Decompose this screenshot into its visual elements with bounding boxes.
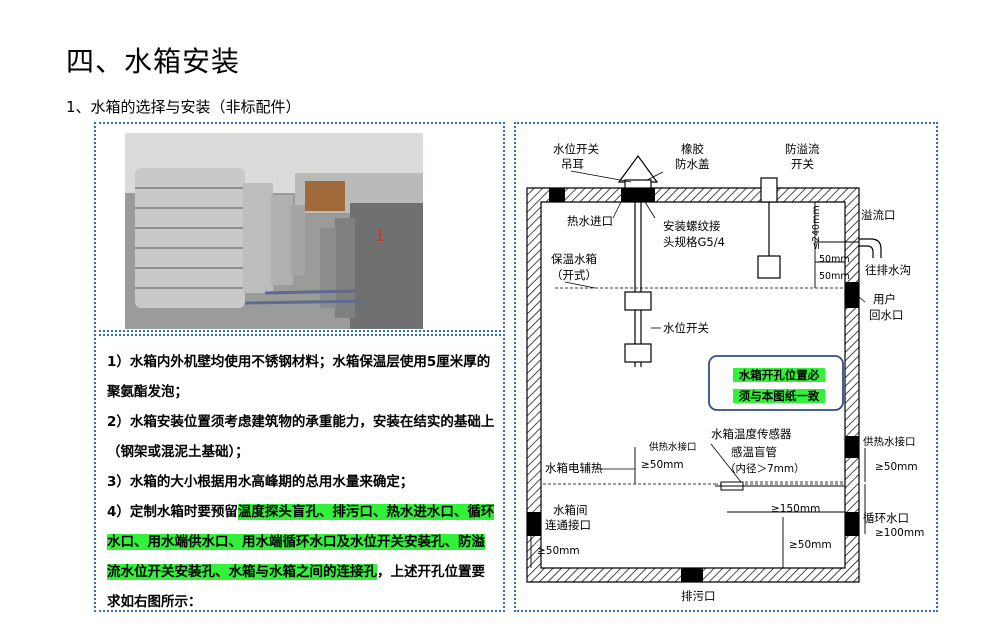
- label-return-2: 回水口: [869, 308, 904, 322]
- note-3: 3）水箱的大小根据用水高峰期的总用水量来确定；: [107, 474, 414, 490]
- label-level-switch-ear-2: 吊耳: [561, 157, 584, 171]
- label-supply-small: 供热水接口: [649, 441, 697, 453]
- label-level-switch: 水位开关: [663, 321, 709, 335]
- label-rubber-1: 橡胶: [681, 142, 704, 156]
- level-switch-rod: [624, 202, 652, 367]
- dim-ge50-b: ≥50mm: [875, 461, 918, 473]
- label-electric-heater: 水箱电辅热: [545, 461, 603, 475]
- diagram-dimension-labels: ≤240mm 50mm 50mm 供热水接口 ≥50mm 供热水接口 ≥50mm…: [537, 205, 924, 557]
- diagram-labels: 水位开关 吊耳 橡胶 防水盖 防溢流 开关 热水进口 安装螺纹接 头规格G5/4…: [545, 142, 911, 603]
- note-2: 2）水箱安装位置须考虑建筑物的承重能力，安装在结实的基础上（钢架或混泥土基础）；: [107, 414, 495, 460]
- label-thread-spec-1: 安装螺纹接: [663, 219, 721, 233]
- leader-lines: [564, 170, 866, 483]
- note-4-prefix: 4）定制水箱时要预留: [107, 504, 238, 520]
- dim-ge100: ≥100mm: [875, 527, 924, 539]
- label-supply-right: 供热水接口: [863, 435, 916, 448]
- label-connection-2: 连通接口: [545, 518, 591, 532]
- label-connection-1: 水箱间: [553, 503, 588, 517]
- installation-notes: 1）水箱内外机壁均使用不锈钢材料；水箱保温层使用5厘米厚的聚氨酯发泡； 2）水箱…: [107, 347, 497, 617]
- note-box: 水箱开孔位置必 须与本图纸一致: [708, 355, 844, 411]
- note-4-suffix: ，上述开孔位置要求如右图所示：: [107, 564, 485, 610]
- note-box-line-2: 须与本图纸一致: [739, 389, 820, 403]
- diagram-panel: [514, 122, 938, 612]
- dimension-arrows: [530, 202, 866, 568]
- note-4: 4）定制水箱时要预留温度探头盲孔、排污口、热水进水口、循环水口、用水端供水口、用…: [107, 497, 497, 617]
- note-box-line-1: 水箱开孔位置必: [739, 368, 820, 382]
- switch-cover: [617, 154, 659, 189]
- dim-50-upper: 50mm: [819, 254, 850, 265]
- label-temp-sensor: 水箱温度传感器: [711, 427, 792, 441]
- overflow-pipe: [859, 238, 882, 258]
- dim-240: ≤240mm: [811, 205, 822, 250]
- dim-ge50-d: ≥50mm: [789, 539, 832, 551]
- label-overflow-switch-2: 开关: [791, 157, 814, 171]
- label-blind-pipe-1: 感温盲管: [731, 445, 777, 459]
- unit-number: 1: [375, 226, 385, 245]
- dim-ge50-a: ≥50mm: [641, 459, 684, 471]
- left-top-panel: [94, 122, 505, 332]
- label-return-1: 用户: [873, 292, 896, 306]
- dim-ge50-c: ≥50mm: [537, 545, 580, 557]
- label-circulation-1: 循环水口: [863, 511, 909, 525]
- label-insulated-tank-2: （开式）: [551, 268, 597, 282]
- label-overflow-switch-1: 防溢流: [785, 142, 820, 156]
- heat-pump-units: 1: [320, 203, 423, 329]
- label-insulated-tank-1: 保温水箱: [551, 252, 597, 266]
- dim-50-lower: 50mm: [819, 271, 850, 282]
- label-level-switch-ear-1: 水位开关: [553, 142, 599, 156]
- page-title: 四、水箱安装: [66, 45, 241, 78]
- dim-ge150: ≥150mm: [771, 503, 820, 515]
- label-overflow-port: 溢流口: [861, 208, 896, 222]
- label-hot-water-inlet: 热水进口: [567, 214, 613, 228]
- label-rubber-2: 防水盖: [675, 157, 710, 171]
- tank-walls: [526, 187, 860, 583]
- tank-opening-diagram: 水箱开孔位置必 须与本图纸一致 水位开关 吊耳 橡胶 防水盖 防溢流 开关 热水…: [526, 142, 924, 603]
- label-blind-pipe-2: （内径＞7mm）: [725, 462, 805, 475]
- section-subtitle: 1、水箱的选择与安装（非标配件）: [66, 98, 301, 116]
- label-sewage-outlet: 排污口: [681, 589, 716, 603]
- label-drain-ditch: 往排水沟: [865, 263, 911, 277]
- left-bottom-panel: [94, 334, 505, 612]
- note-1: 1）水箱内外机壁均使用不锈钢材料；水箱保温层使用5厘米厚的聚氨酯发泡；: [107, 354, 491, 400]
- water-tank-photo: 1: [125, 133, 423, 329]
- temp-blind-pipe: [715, 481, 845, 491]
- overflow-switch: [757, 177, 781, 279]
- label-thread-spec-2: 头规格G5/4: [663, 235, 725, 249]
- stainless-tanks: [135, 168, 305, 308]
